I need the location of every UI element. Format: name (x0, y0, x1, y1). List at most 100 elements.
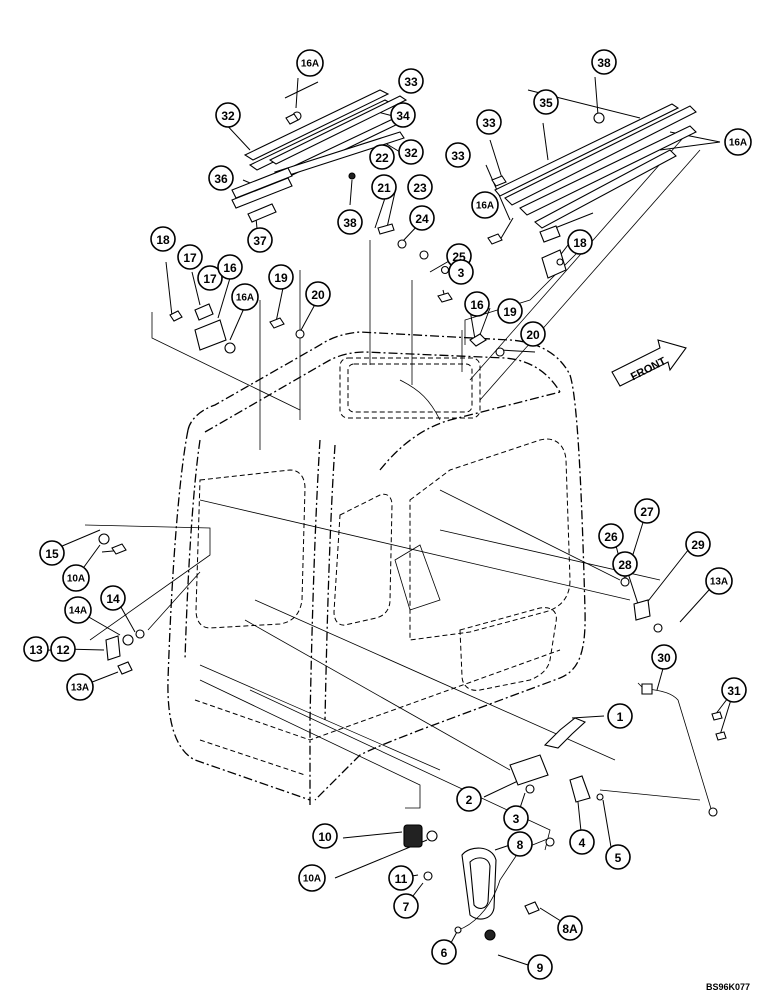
callout-37: 37 (247, 227, 273, 253)
callout-label: 33 (404, 75, 418, 89)
callout-31: 31 (721, 677, 747, 703)
callout-3: 3 (503, 805, 529, 831)
callout-3: 3 (448, 259, 474, 285)
callout-circle (64, 596, 92, 624)
callout-label: 3 (513, 812, 520, 826)
callout-label: 21 (377, 181, 391, 195)
callout-label: 32 (221, 109, 235, 123)
callout-label: 16 (223, 261, 237, 275)
callout-circle (605, 844, 631, 870)
callout-label: 20 (526, 328, 540, 342)
callout-circle (557, 915, 583, 941)
callout-circle (567, 229, 593, 255)
callout-circle (62, 564, 90, 592)
callout-33: 33 (398, 68, 424, 94)
callout-label: 13A (71, 683, 89, 694)
support-rod (641, 683, 727, 817)
callout-2: 2 (456, 786, 482, 812)
callout-38: 38 (337, 209, 363, 235)
callout-circle (651, 644, 677, 670)
callout-label: 31 (727, 684, 741, 698)
cab-body (167, 331, 586, 805)
callout-circle (23, 636, 49, 662)
callout-6: 6 (431, 939, 457, 965)
callout-label: 37 (253, 234, 267, 248)
callout-label: 16A (476, 201, 494, 212)
callout-22: 22 (369, 144, 395, 170)
callout-label: 1 (617, 710, 624, 724)
rail-set-right (469, 103, 697, 357)
callout-label: 28 (618, 558, 632, 572)
callout-label: 35 (539, 96, 553, 110)
callout-1: 1 (607, 703, 633, 729)
callout-label: 13A (710, 577, 728, 588)
callout-16a: 16A (231, 283, 259, 311)
callout-27: 27 (634, 498, 660, 524)
callout-label: 4 (579, 836, 586, 850)
callout-circle (445, 142, 471, 168)
callout-19: 19 (497, 298, 523, 324)
callout-24: 24 (409, 205, 435, 231)
callout-circle (476, 109, 502, 135)
callout-9: 9 (527, 954, 553, 980)
callout-32: 32 (215, 102, 241, 128)
callout-30: 30 (651, 644, 677, 670)
callout-circle (721, 677, 747, 703)
callout-18: 18 (567, 229, 593, 255)
callout-18: 18 (150, 226, 176, 252)
callout-5: 5 (605, 844, 631, 870)
callout-circle (305, 281, 331, 307)
callout-label: 9 (537, 961, 544, 975)
callout-circle (685, 531, 711, 557)
callout-label: 13 (29, 643, 43, 657)
callout-10a: 10A (62, 564, 90, 592)
parts: FRONT (98, 89, 727, 941)
callout-23: 23 (407, 174, 433, 200)
callout-circle (390, 102, 416, 128)
callout-label: 15 (45, 547, 59, 561)
callout-label: 12 (56, 643, 70, 657)
callout-16a: 16A (724, 128, 752, 156)
callout-circle (39, 540, 65, 566)
callout-4: 4 (569, 829, 595, 855)
callout-label: 19 (274, 271, 288, 285)
callout-circle (612, 551, 638, 577)
callout-circle (50, 636, 76, 662)
callout-circle (497, 298, 523, 324)
callout-17: 17 (197, 265, 223, 291)
callout-circle (197, 265, 223, 291)
callout-19: 19 (268, 264, 294, 290)
callout-33: 33 (445, 142, 471, 168)
door-handle-parts (403, 824, 555, 941)
callout-circle (409, 205, 435, 231)
callout-label: 10 (318, 830, 332, 844)
callout-circle (503, 805, 529, 831)
callout-16: 16 (464, 291, 490, 317)
callout-label: 27 (640, 505, 654, 519)
callout-label: 16A (729, 138, 747, 149)
callout-label: 16A (236, 293, 254, 304)
callout-38: 38 (591, 49, 617, 75)
callout-8a: 8A (557, 915, 583, 941)
callout-label: 30 (657, 651, 671, 665)
callout-circle (598, 523, 624, 549)
callout-17: 17 (177, 244, 203, 270)
callout-circle (724, 128, 752, 156)
callout-34: 34 (390, 102, 416, 128)
callout-14a: 14A (64, 596, 92, 624)
callout-29: 29 (685, 531, 711, 557)
callout-circle (388, 865, 414, 891)
callout-label: 29 (691, 538, 705, 552)
callout-label: 10A (67, 574, 85, 585)
left-side-hardware (98, 533, 145, 675)
callout-10: 10 (312, 823, 338, 849)
callout-label: 7 (403, 900, 410, 914)
callout-label: 17 (203, 272, 217, 286)
callout-circle (312, 823, 338, 849)
callout-circle (337, 209, 363, 235)
callout-35: 35 (533, 89, 559, 115)
callout-circle (407, 174, 433, 200)
callout-28: 28 (612, 551, 638, 577)
